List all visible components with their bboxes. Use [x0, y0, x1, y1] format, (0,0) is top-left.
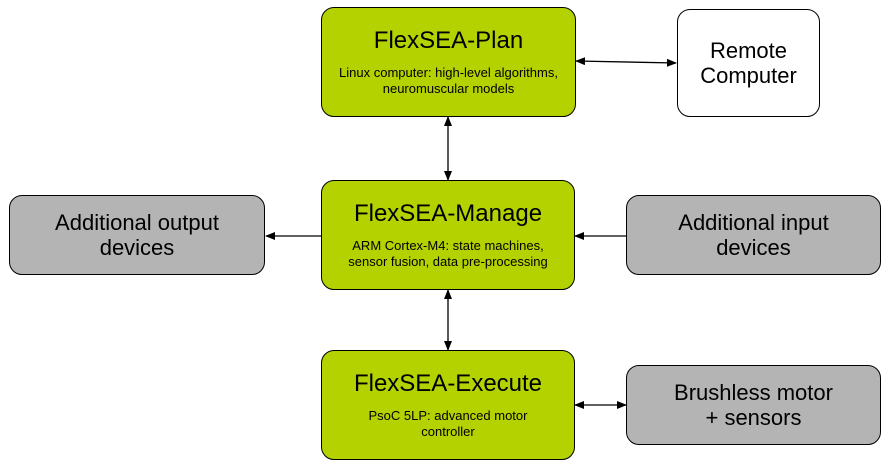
flexsea-execute-box: FlexSEA-Execute PsoC 5LP: advanced motor…	[321, 350, 575, 460]
input-devices-box: Additional input devices	[626, 195, 881, 275]
plan-title: FlexSEA-Plan	[373, 27, 524, 54]
motor-sensors-label: Brushless motor + sensors	[674, 380, 833, 430]
output-devices-box: Additional output devices	[9, 195, 265, 275]
flexsea-manage-box: FlexSEA-Manage ARM Cortex-M4: state mach…	[321, 180, 575, 290]
manage-subtitle: ARM Cortex-M4: state machines, sensor fu…	[348, 238, 548, 269]
remote-computer-label: Remote Computer	[700, 38, 797, 88]
remote-computer-box: Remote Computer	[677, 9, 820, 117]
output-devices-label: Additional output devices	[55, 210, 219, 260]
input-devices-label: Additional input devices	[678, 210, 829, 260]
plan-subtitle: Linux computer: high-level algorithms, n…	[339, 65, 558, 96]
manage-title: FlexSEA-Manage	[353, 200, 543, 227]
execute-title: FlexSEA-Execute	[353, 370, 543, 397]
flexsea-plan-box: FlexSEA-Plan Linux computer: high-level …	[321, 7, 576, 117]
plan-remote-arrow	[575, 57, 677, 67]
motor-sensors-box: Brushless motor + sensors	[626, 365, 881, 445]
execute-subtitle: PsoC 5LP: advanced motor controller	[368, 408, 528, 439]
